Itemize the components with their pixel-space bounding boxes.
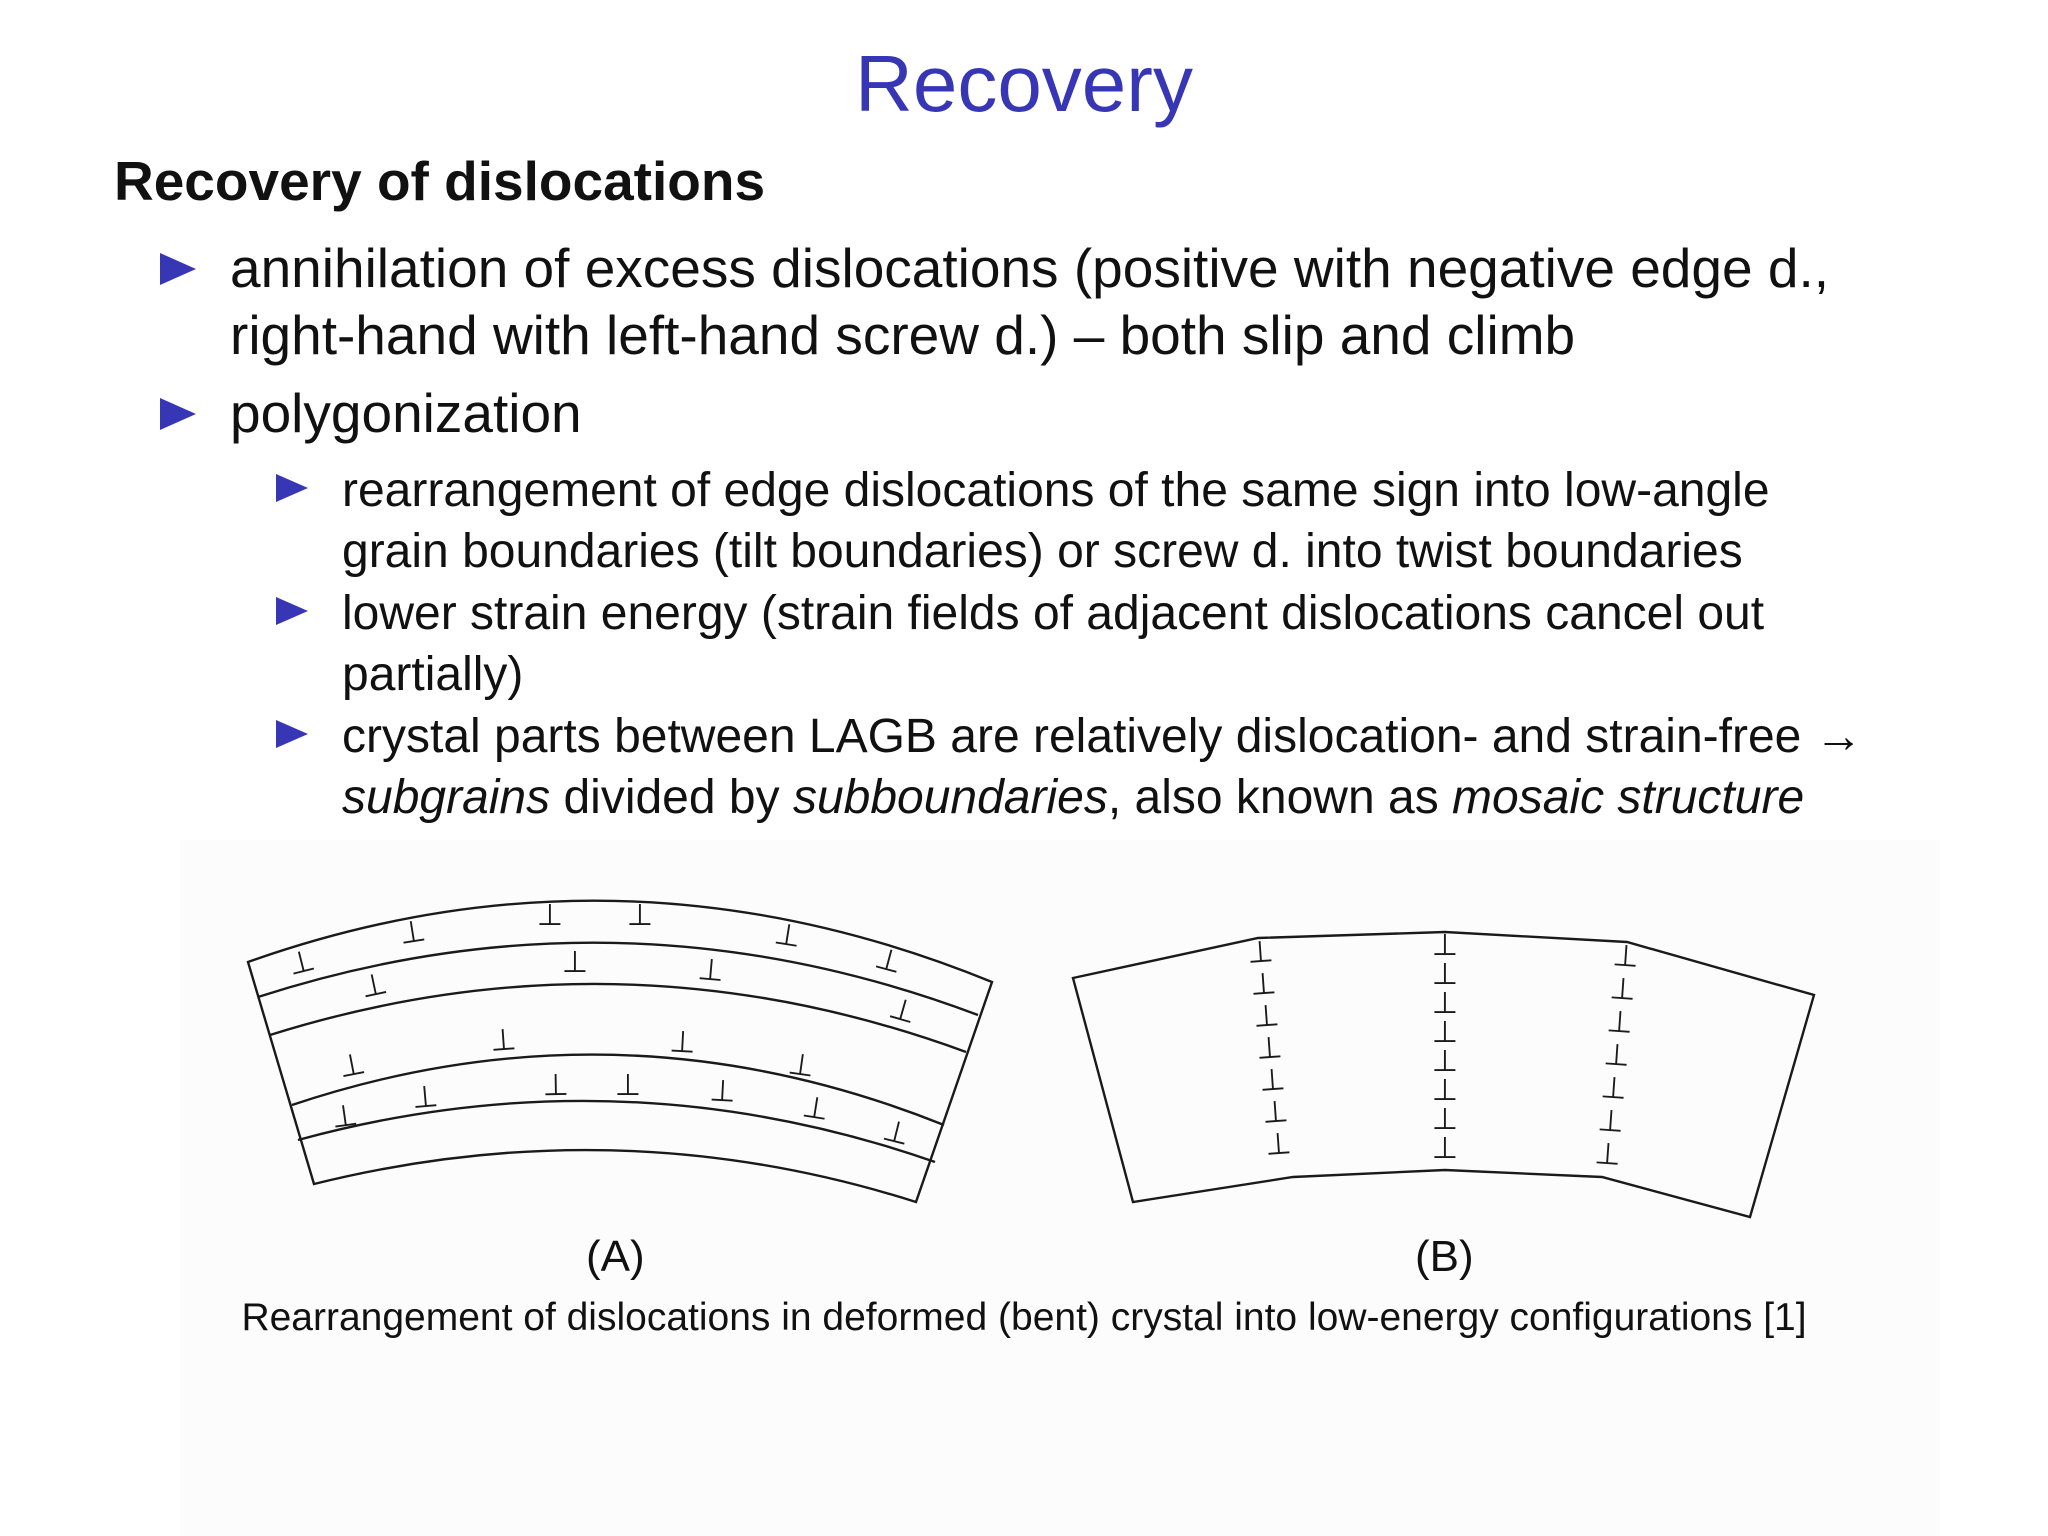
slip-plane	[297, 1099, 936, 1164]
dislocation-symbol: ⊥	[1602, 1037, 1631, 1074]
bullet-line: partially)	[342, 648, 524, 701]
dislocation-symbol: ⊥	[885, 990, 920, 1031]
dislocation-symbol: ⊥	[329, 1097, 360, 1135]
figure-b-polygonized-crystal	[1071, 930, 1816, 1219]
dislocation-symbol: ⊥	[1432, 1073, 1458, 1108]
dislocation-symbol: ⊥	[358, 966, 391, 1006]
dislocation-symbol: ⊥	[696, 952, 725, 989]
dislocation-symbol: ⊥	[1264, 1126, 1293, 1163]
section-heading: Recovery of dislocations	[114, 150, 766, 212]
dislocation-symbol: ⊥	[411, 1079, 440, 1116]
bullet-line: annihilation of excess dislocations (pos…	[230, 237, 1830, 299]
dislocation-symbol: ⊥	[1258, 1062, 1287, 1099]
bullet-annihilation: annihilation of excess dislocations (pos…	[230, 235, 1950, 369]
term-subgrains: subgrains	[342, 771, 551, 824]
dislocation-symbol: ⊥	[1432, 986, 1458, 1021]
dislocation-symbol: ⊥	[1432, 1015, 1458, 1050]
dislocation-symbol: ⊥	[800, 1089, 831, 1128]
bullet-line: polygonization	[230, 382, 582, 444]
bullet-line: subgrains divided by subboundaries, also…	[342, 767, 1982, 828]
dislocation-symbol: ⊥	[1432, 928, 1458, 963]
slip-plane	[291, 1053, 945, 1127]
term-subboundaries: subboundaries	[792, 771, 1108, 824]
bullet-arrow-icon	[160, 398, 196, 430]
term-mosaic-structure: mosaic structure	[1452, 771, 1805, 824]
dislocation-symbol: ⊥	[1249, 966, 1278, 1003]
bullet-arrow-icon	[160, 253, 196, 285]
bullet-polygonization: polygonization	[230, 380, 1950, 447]
text-fragment: divided by	[550, 771, 793, 824]
dislocation-symbol: ⊥	[285, 943, 319, 983]
sub-bullet-arrow-icon	[276, 720, 308, 748]
slip-plane	[269, 982, 967, 1054]
dislocation-symbol: ⊥	[489, 1022, 518, 1059]
figure-label-b: (B)	[1415, 1232, 1474, 1281]
dislocation-symbol: ⊥	[1593, 1136, 1622, 1173]
dislocation-symbol: ⊥	[1432, 1131, 1458, 1166]
bullet-line: rearrangement of edge dislocations of th…	[342, 464, 1770, 517]
bullet-line: lower strain energy (strain fields of ad…	[342, 587, 1765, 640]
slip-plane	[257, 941, 979, 1017]
dislocation-symbol: ⊥	[1261, 1094, 1290, 1131]
dislocation-symbol: ⊥	[1611, 938, 1640, 975]
dislocation-symbol: ⊥	[1596, 1103, 1625, 1140]
bullet-line: crystal parts between LAGB are relativel…	[342, 710, 1863, 763]
dislocation-symbol: ⊥	[1255, 1030, 1284, 1067]
dislocation-symbol: ⊥	[615, 1068, 641, 1103]
dislocation-symbol: ⊥	[1432, 1102, 1458, 1137]
dislocation-symbol: ⊥	[562, 945, 588, 980]
dislocation-symbols: ⊥⊥⊥⊥⊥⊥⊥⊥⊥⊥⊥⊥⊥⊥⊥⊥⊥⊥⊥⊥⊥⊥⊥⊥⊥⊥⊥⊥⊥⊥⊥⊥⊥⊥⊥⊥⊥⊥⊥⊥…	[285, 898, 1640, 1173]
sub-bullet-arrow-icon	[276, 474, 308, 502]
dislocation-symbol: ⊥	[1608, 971, 1637, 1008]
sub-bullet-arrow-icon	[276, 597, 308, 625]
dislocation-symbol: ⊥	[1432, 1044, 1458, 1079]
dislocation-symbol: ⊥	[772, 916, 803, 955]
bullet-line: right-hand with left-hand screw d.) – bo…	[230, 304, 1576, 366]
sub-bullet-rearrangement: rearrangement of edge dislocations of th…	[342, 460, 1982, 582]
dislocation-symbol: ⊥	[1246, 934, 1275, 971]
figure-caption: Rearrangement of dislocations in deforme…	[241, 1296, 1807, 1339]
dislocation-symbol: ⊥	[537, 898, 563, 933]
figure-a-bent-crystal	[246, 899, 994, 1204]
dislocation-symbol: ⊥	[1432, 957, 1458, 992]
text-fragment: , also known as	[1107, 771, 1453, 824]
dislocation-symbol: ⊥	[669, 1024, 697, 1060]
dislocation-symbol: ⊥	[627, 898, 653, 933]
sub-bullet-strain-energy: lower strain energy (strain fields of ad…	[342, 583, 1982, 705]
dislocation-symbol: ⊥	[336, 1046, 368, 1085]
dislocation-symbol: ⊥	[397, 913, 428, 952]
dislocation-symbol: ⊥	[1252, 998, 1281, 1035]
slide-title: Recovery	[855, 39, 1193, 128]
sub-bullet-subgrains: crystal parts between LAGB are relativel…	[342, 706, 1982, 828]
bullet-line: grain boundaries (tilt boundaries) or sc…	[342, 525, 1743, 578]
crystal-outline-a	[246, 899, 994, 1204]
dislocation-symbol: ⊥	[709, 1073, 737, 1109]
dislocation-symbol: ⊥	[1599, 1070, 1628, 1107]
dislocation-symbol: ⊥	[879, 1113, 913, 1153]
dislocation-symbol: ⊥	[786, 1046, 817, 1084]
dislocation-symbol: ⊥	[871, 941, 905, 982]
figure-label-a: (A)	[586, 1232, 645, 1281]
dislocation-symbol: ⊥	[1605, 1004, 1634, 1041]
crystal-outline-b	[1071, 930, 1816, 1219]
dislocation-symbol: ⊥	[542, 1068, 569, 1103]
